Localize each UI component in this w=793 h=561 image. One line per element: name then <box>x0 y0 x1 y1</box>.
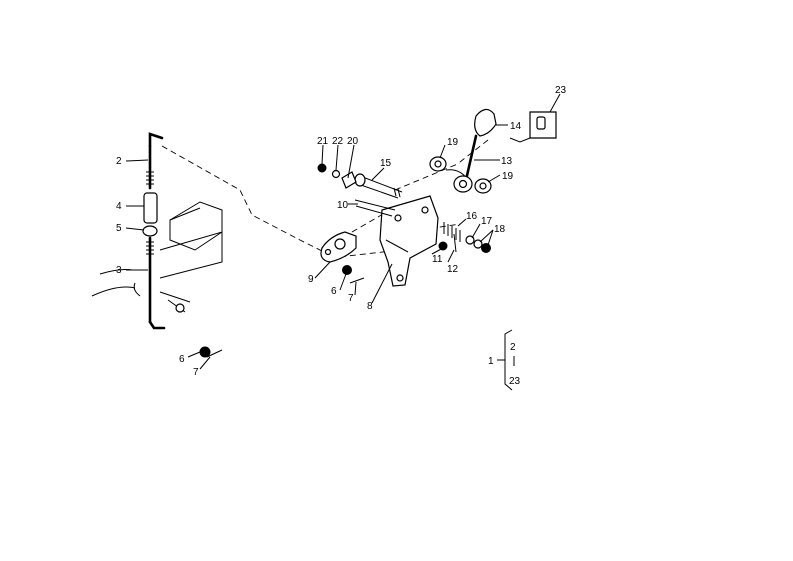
label-12: 12 <box>447 264 459 275</box>
assembly-group-bracket <box>497 329 515 391</box>
label-22: 22 <box>332 136 344 147</box>
rollers-19 <box>429 156 492 194</box>
shafts <box>354 173 403 217</box>
label-2: 2 <box>116 156 122 167</box>
label-2-group: 2 <box>510 342 516 353</box>
plate-8 <box>379 195 439 287</box>
rod-thread-upper <box>146 171 154 185</box>
label-20: 20 <box>347 136 359 147</box>
bracket-9 <box>320 231 357 263</box>
vehicle-body-outline <box>91 201 223 313</box>
rod-assembly <box>142 132 166 330</box>
label-6-lower: 6 <box>179 354 185 365</box>
washer-pin-mid <box>342 265 365 284</box>
label-23: 23 <box>555 85 567 96</box>
label-16: 16 <box>466 211 478 222</box>
label-11: 11 <box>432 254 443 265</box>
label-plate-23 <box>509 111 557 143</box>
spring-16 <box>443 222 461 242</box>
label-7-lower: 7 <box>193 367 199 378</box>
label-19-right: 19 <box>502 171 514 182</box>
label-13: 13 <box>501 156 513 167</box>
nut-5 <box>142 225 158 237</box>
label-17: 17 <box>481 216 493 227</box>
label-23-group: 23 <box>509 376 521 387</box>
label-5: 5 <box>116 223 122 234</box>
sleeve-4 <box>143 192 158 224</box>
leader-lines <box>125 93 561 370</box>
label-1: 1 <box>488 356 494 367</box>
label-21: 21 <box>317 136 329 147</box>
label-18: 18 <box>494 224 506 235</box>
label-8: 8 <box>367 301 373 312</box>
washer-pin-lower-left <box>199 346 223 358</box>
part-labels: 2 4 5 3 6 7 21 22 20 15 10 9 6 7 8 11 12… <box>116 85 567 387</box>
label-7-mid: 7 <box>348 293 354 304</box>
nut-11-pin-12 <box>438 233 457 253</box>
knob-14 <box>474 108 497 137</box>
label-4: 4 <box>116 201 122 212</box>
label-9: 9 <box>308 274 314 285</box>
label-15: 15 <box>380 158 392 169</box>
label-14: 14 <box>510 121 522 132</box>
label-3: 3 <box>116 265 122 276</box>
label-19-left: 19 <box>447 137 459 148</box>
label-10: 10 <box>337 200 349 211</box>
rod-thread-lower <box>146 241 154 255</box>
label-6-mid: 6 <box>331 286 337 297</box>
washers-17-18 <box>465 235 491 253</box>
